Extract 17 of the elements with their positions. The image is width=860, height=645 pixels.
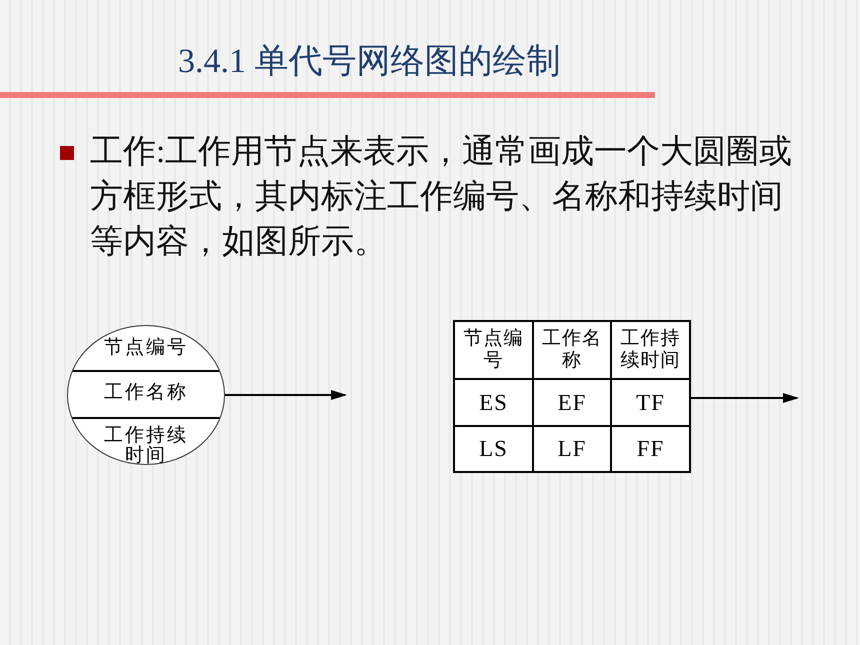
arrow xyxy=(224,390,347,400)
node-text: 工作持续时间 xyxy=(103,426,189,464)
body-text: 工作:工作用节点来表示，通常画成一个大圆圈或方框形式，其内标注工作编号、名称和持续时间等内容，如图所示。 xyxy=(90,133,794,262)
slide-title: 3.4.1 单代号网络图的绘制 xyxy=(178,42,560,82)
arrow xyxy=(691,393,799,403)
node-table xyxy=(453,320,691,473)
table-cell-text: FF xyxy=(636,435,666,463)
table-cell: 工作持续时间 xyxy=(612,322,689,380)
table-cell: 工作名称 xyxy=(534,322,612,380)
table-cell: ES xyxy=(455,380,534,427)
node-text: 节点编号 xyxy=(103,338,189,358)
table-cell: EF xyxy=(534,380,612,427)
table-cell: LS xyxy=(455,427,534,471)
table-cell: LF xyxy=(534,427,612,471)
table-cell: 节点编号 xyxy=(455,322,534,380)
node-text: 工作名称 xyxy=(103,383,189,403)
table-cell: TF xyxy=(612,380,689,427)
